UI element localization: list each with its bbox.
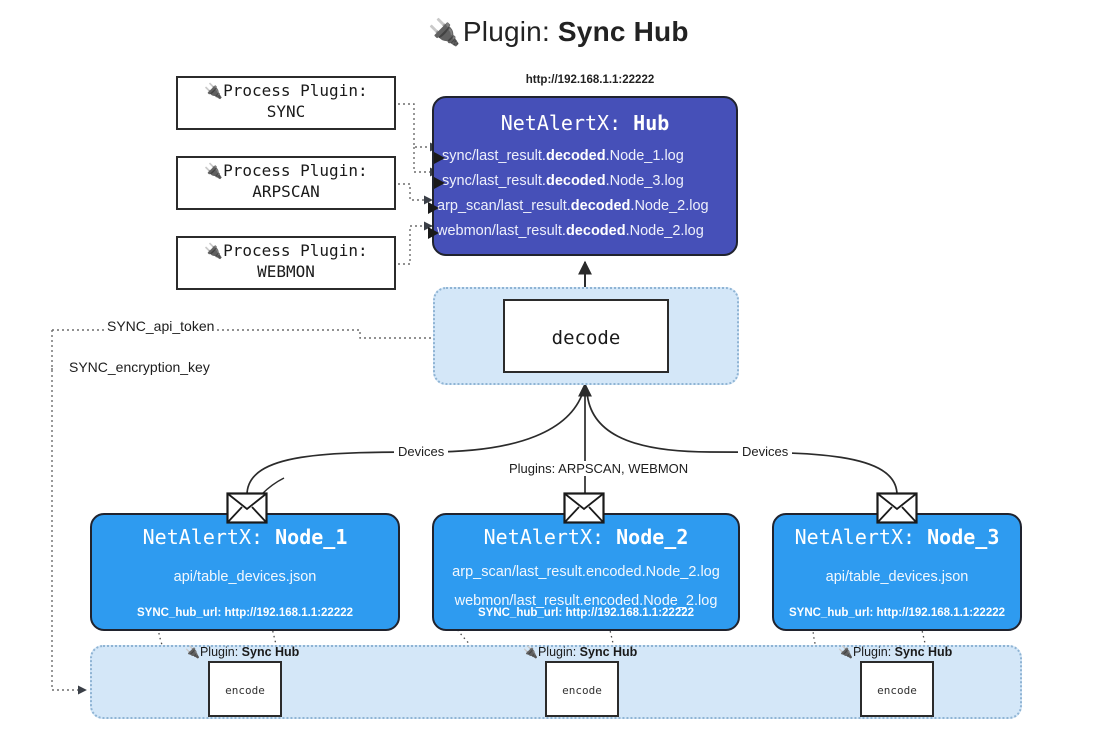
- node-box-node-1[interactable]: NetAlertX: Node_1 api/table_devices.json…: [90, 513, 400, 631]
- node-box-node-3[interactable]: NetAlertX: Node_3 api/table_devices.json…: [772, 513, 1022, 631]
- hub-log-line: webmon/last_result.decoded.Node_2.log: [437, 223, 704, 239]
- edge-label-plugins: Plugins: ARPSCAN, WEBMON: [505, 461, 693, 476]
- process-plugin-webmon-heading: 🔌Process Plugin:: [178, 243, 394, 259]
- plug-icon: 🔌: [838, 645, 853, 659]
- process-plugin-webmon-name: WEBMON: [257, 262, 315, 281]
- encode-plugin-label-1: 🔌Plugin: Sync Hub: [185, 645, 300, 659]
- sync-api-token-label: SYNC_api_token: [104, 318, 218, 334]
- hub-box[interactable]: NetAlertX: Hub sync/last_result.decoded.…: [432, 96, 738, 256]
- node-1-line: api/table_devices.json: [173, 569, 317, 585]
- node-2-title: NetAlertX: Node_2: [483, 525, 689, 549]
- page-title-name: Sync Hub: [557, 16, 689, 47]
- encode-plugin-label-3: 🔌Plugin: Sync Hub: [838, 645, 953, 659]
- hub-log-line: sync/last_result.decoded.Node_3.log: [442, 173, 684, 189]
- node-1-title: NetAlertX: Node_1: [142, 525, 348, 549]
- process-plugin-box-webmon[interactable]: 🔌Process Plugin: WEBMON: [176, 236, 396, 290]
- encode-plugin-label-2: 🔌Plugin: Sync Hub: [523, 645, 638, 659]
- hub-log-line: arp_scan/last_result.decoded.Node_2.log: [437, 198, 709, 214]
- envelope-icon: [563, 492, 605, 524]
- node-2-line: arp_scan/last_result.encoded.Node_2.log: [452, 564, 720, 580]
- page-title: 🔌Plugin: Sync Hub: [0, 16, 1117, 48]
- encode-box-3[interactable]: encode: [860, 661, 934, 717]
- envelope-icon: [876, 492, 918, 524]
- process-plugin-box-arpscan[interactable]: 🔌Process Plugin: ARPSCAN: [176, 156, 396, 210]
- hub-title-prefix: NetAlertX:: [500, 111, 622, 135]
- plug-icon: 🔌: [204, 242, 224, 260]
- process-plugin-arpscan-heading: 🔌Process Plugin:: [178, 163, 394, 179]
- process-plugin-arpscan-label: Process Plugin:: [223, 161, 368, 180]
- plug-icon: 🔌: [204, 82, 224, 100]
- plug-icon: 🔌: [428, 17, 461, 47]
- node-3-title: NetAlertX: Node_3: [794, 525, 1000, 549]
- encode-box-1[interactable]: encode: [208, 661, 282, 717]
- node-2-hub-url: SYNC_hub_url: http://192.168.1.1:22222: [477, 607, 695, 619]
- hub-url-label: http://192.168.1.1:22222: [525, 74, 655, 86]
- process-plugin-box-sync[interactable]: 🔌Process Plugin: SYNC: [176, 76, 396, 130]
- node-2-line: webmon/last_result.encoded.Node_2.log: [454, 593, 718, 609]
- decode-box[interactable]: decode: [503, 299, 669, 373]
- node-3-line: api/table_devices.json: [825, 569, 969, 585]
- plug-icon: 🔌: [204, 162, 224, 180]
- page-title-prefix: Plugin:: [462, 16, 550, 47]
- process-plugin-sync-name: SYNC: [266, 102, 306, 121]
- edge-label-devices-right: Devices: [738, 444, 793, 459]
- node-box-node-2[interactable]: NetAlertX: Node_2 arp_scan/last_result.e…: [432, 513, 740, 631]
- process-plugin-arpscan-name: ARPSCAN: [252, 182, 320, 201]
- node-1-hub-url: SYNC_hub_url: http://192.168.1.1:22222: [136, 607, 354, 619]
- node-3-hub-url: SYNC_hub_url: http://192.168.1.1:22222: [788, 607, 1006, 619]
- process-plugin-sync-label: Process Plugin:: [223, 81, 368, 100]
- hub-title-name: Hub: [633, 111, 670, 135]
- hub-log-line: sync/last_result.decoded.Node_1.log: [442, 148, 684, 164]
- encode-box-2[interactable]: encode: [545, 661, 619, 717]
- plug-icon: 🔌: [523, 645, 538, 659]
- hub-title: NetAlertX: Hub: [434, 111, 736, 135]
- plug-icon: 🔌: [185, 645, 200, 659]
- process-plugin-webmon-label: Process Plugin:: [223, 241, 368, 260]
- process-plugin-sync-heading: 🔌Process Plugin:: [178, 83, 394, 99]
- edge-label-devices-left: Devices: [394, 444, 449, 459]
- envelope-icon: [226, 492, 268, 524]
- sync-encryption-key-label: SYNC_encryption_key: [66, 359, 213, 375]
